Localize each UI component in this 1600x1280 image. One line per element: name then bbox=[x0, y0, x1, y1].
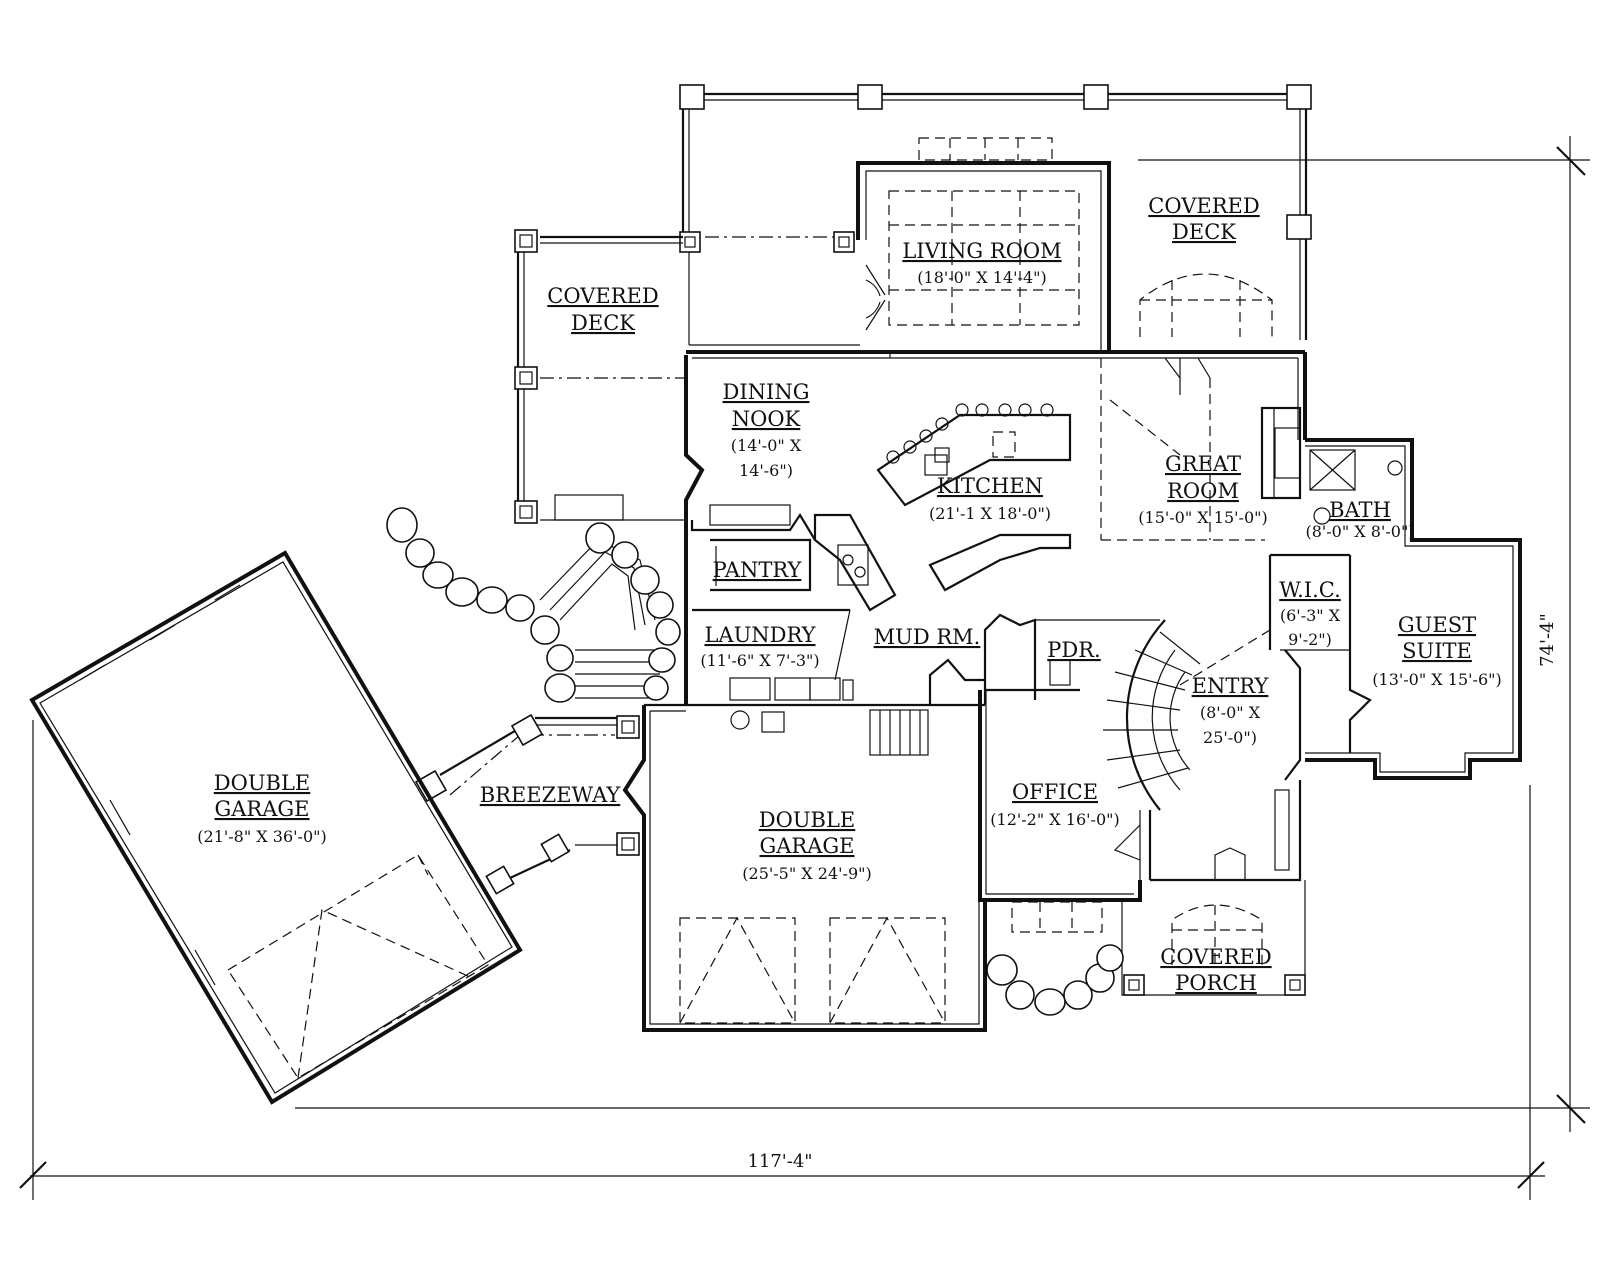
upper-deck-frame bbox=[681, 92, 1308, 346]
dining-nook-dims-1: (14'-0" X bbox=[731, 436, 802, 455]
kitchen-dims: (21'-1 X 18'-0") bbox=[929, 504, 1051, 523]
left-garage-label-1: DOUBLE bbox=[214, 771, 310, 795]
covered-porch-label-1: COVERED bbox=[1160, 945, 1271, 969]
main-garage-dims: (25'-5" X 24'-9") bbox=[742, 864, 871, 883]
boulders-front bbox=[986, 944, 1124, 1016]
entry-dims-2: 25'-0") bbox=[1203, 728, 1257, 747]
living-room-dims: (18'-0" X 14'-4") bbox=[917, 268, 1046, 287]
kitchen-counter bbox=[813, 513, 1072, 612]
living-room-label: LIVING ROOM bbox=[902, 239, 1061, 263]
covered-deck-left-label-2: DECK bbox=[571, 311, 635, 335]
covered-deck-top-label-2: DECK bbox=[1172, 220, 1236, 244]
breezeway-label: BREEZEWAY bbox=[480, 783, 622, 807]
bath-dims: (8'-0" X 8'-0") bbox=[1305, 522, 1414, 541]
guest-suite-label-1: GUEST bbox=[1398, 613, 1476, 637]
office-walls bbox=[978, 690, 1142, 933]
great-room-label-2: ROOM bbox=[1167, 479, 1239, 503]
pantry-label: PANTRY bbox=[713, 558, 803, 582]
main-garage-label-1: DOUBLE bbox=[759, 808, 855, 832]
overall-width-dim: 117'-4" bbox=[747, 1151, 812, 1172]
wic-dims-1: (6'-3" X bbox=[1280, 606, 1341, 625]
guest-wing-walls bbox=[1268, 438, 1522, 780]
rear-steps bbox=[539, 539, 660, 699]
main-garage-label-2: GARAGE bbox=[759, 834, 854, 858]
guest-suite-dims: (13'-0" X 15'-6") bbox=[1372, 670, 1501, 689]
great-room-label-1: GREAT bbox=[1165, 452, 1241, 476]
wic-label: W.I.C. bbox=[1279, 578, 1341, 602]
dining-nook-dims-2: 14'-6") bbox=[739, 461, 793, 480]
wic-dims-2: 9'-2") bbox=[1288, 630, 1332, 649]
office-label: OFFICE bbox=[1012, 780, 1098, 804]
covered-deck-top-label-1: COVERED bbox=[1148, 194, 1259, 218]
boulders-rear bbox=[386, 507, 681, 703]
living-room-walls bbox=[856, 137, 1111, 350]
left-garage-label-2: GARAGE bbox=[214, 797, 309, 821]
fireplace bbox=[1260, 406, 1302, 500]
pdr-label: PDR. bbox=[1047, 638, 1100, 662]
entry-dims-1: (8'-0" X bbox=[1200, 703, 1261, 722]
dining-nook-label-1: DINING bbox=[723, 380, 810, 404]
dining-nook-label-2: NOOK bbox=[732, 407, 801, 431]
entry-stair bbox=[1103, 619, 1302, 882]
guest-suite-label-2: SUITE bbox=[1402, 639, 1472, 663]
entry-label: ENTRY bbox=[1192, 674, 1270, 698]
covered-porch bbox=[1121, 880, 1306, 996]
left-garage bbox=[29, 550, 523, 1105]
kitchen-label: KITCHEN bbox=[937, 474, 1043, 498]
main-house-walls bbox=[684, 350, 1307, 705]
laundry-label: LAUNDRY bbox=[704, 623, 816, 647]
laundry-dims: (11'-6" X 7'-3") bbox=[700, 651, 819, 670]
covered-deck-left-label-1: COVERED bbox=[547, 284, 658, 308]
bath-label: BATH bbox=[1329, 498, 1391, 522]
office-dims: (12'-2" X 16'-0") bbox=[990, 810, 1119, 829]
left-deck bbox=[514, 229, 686, 524]
left-garage-dims: (21'-8" X 36'-0") bbox=[197, 827, 326, 846]
dimension-lines bbox=[19, 136, 1590, 1200]
covered-porch-label-2: PORCH bbox=[1175, 971, 1257, 995]
breezeway bbox=[414, 713, 640, 895]
main-garage-walls bbox=[622, 703, 987, 1032]
mudroom-pdr-walls bbox=[869, 613, 1160, 756]
great-room-dims: (15'-0" X 15'-0") bbox=[1138, 508, 1267, 527]
mud-room-label: MUD RM. bbox=[874, 625, 981, 649]
kitchen-island bbox=[876, 403, 1072, 507]
right-deck-details bbox=[1139, 273, 1273, 337]
overall-depth-dim: 74'-4" bbox=[1537, 613, 1558, 667]
pantry-laundry-walls bbox=[686, 504, 985, 707]
deck-posts bbox=[679, 84, 1312, 253]
